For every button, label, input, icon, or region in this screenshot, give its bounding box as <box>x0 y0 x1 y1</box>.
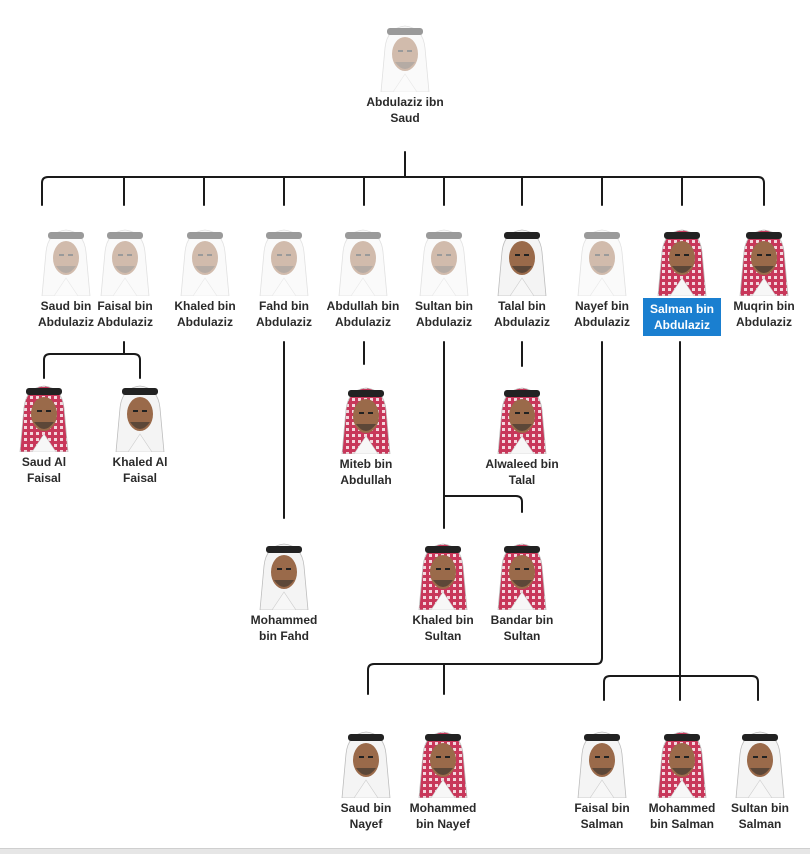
person-name: Khaled bin Sultan <box>412 613 474 643</box>
portrait-icon <box>412 222 476 297</box>
person-name: Miteb bin Abdullah <box>339 457 393 487</box>
portrait-icon <box>334 724 398 799</box>
person-alwaleed[interactable]: Alwaleed bin Talal <box>481 380 563 488</box>
portrait-icon <box>93 222 157 297</box>
portrait-icon <box>570 222 634 297</box>
connector-salman-children <box>603 341 759 701</box>
person-name: Saud bin Abdulaziz <box>38 299 94 329</box>
person-talal[interactable]: Talal bin Abdulaziz <box>481 222 563 330</box>
person-abdullah[interactable]: Abdullah bin Abdulaziz <box>322 222 404 330</box>
person-name: Fahd bin Abdulaziz <box>256 299 312 329</box>
person-name: Nayef bin Abdulaziz <box>574 299 630 329</box>
person-sultan-salman[interactable]: Sultan bin Salman <box>719 724 801 832</box>
person-saud[interactable]: Saud bin Abdulaziz <box>25 222 107 330</box>
portrait-icon <box>490 222 554 297</box>
person-khaled-al-faisal[interactable]: Khaled Al Faisal <box>99 378 181 486</box>
portrait-icon <box>373 18 437 93</box>
person-mohammed-nayef[interactable]: Mohammed bin Nayef <box>402 724 484 832</box>
person-salman[interactable]: Salman bin Abdulaziz <box>641 222 723 336</box>
connector-nayef-children <box>367 341 603 695</box>
person-name: Muqrin bin Abdulaziz <box>733 299 795 329</box>
person-name: Abdullah bin Abdulaziz <box>326 299 400 329</box>
person-name: Talal bin Abdulaziz <box>494 299 550 329</box>
person-name: Sultan bin Abdulaziz <box>415 299 473 329</box>
portrait-icon <box>252 536 316 611</box>
connector-sultan-children <box>443 341 523 529</box>
person-name: Saud Al Faisal <box>21 455 67 485</box>
portrait-icon <box>334 380 398 455</box>
page-bottom-border <box>0 848 810 854</box>
person-mohammed-fahd[interactable]: Mohammed bin Fahd <box>243 536 325 644</box>
person-mohammed-salman[interactable]: Mohammed bin Salman <box>641 724 723 832</box>
person-name: Mohammed bin Fahd <box>250 613 318 643</box>
person-name: Alwaleed bin Talal <box>485 457 559 487</box>
person-name: Sultan bin Salman <box>731 801 789 831</box>
person-faisal-salman[interactable]: Faisal bin Salman <box>561 724 643 832</box>
portrait-icon <box>411 536 475 611</box>
person-name: Bandar bin Sultan <box>490 613 554 643</box>
portrait-icon <box>728 724 792 799</box>
person-sultan[interactable]: Sultan bin Abdulaziz <box>403 222 485 330</box>
person-name: Faisal bin Salman <box>574 801 630 831</box>
portrait-icon <box>490 380 554 455</box>
connector-sons-bus <box>41 176 765 206</box>
person-saud-al-faisal[interactable]: Saud Al Faisal <box>3 378 85 486</box>
portrait-icon <box>490 536 554 611</box>
person-name: Salman bin Abdulaziz <box>643 298 721 336</box>
portrait-icon <box>108 378 172 453</box>
person-muqrin[interactable]: Muqrin bin Abdulaziz <box>723 222 805 330</box>
portrait-icon <box>173 222 237 297</box>
person-name: Mohammed bin Salman <box>648 801 716 831</box>
person-name: Faisal bin Abdulaziz <box>97 299 153 329</box>
person-miteb[interactable]: Miteb bin Abdullah <box>325 380 407 488</box>
person-name: Khaled Al Faisal <box>112 455 168 485</box>
person-name: Abdulaziz ibn Saud <box>366 95 444 125</box>
person-faisal[interactable]: Faisal bin Abdulaziz <box>84 222 166 330</box>
person-khaled[interactable]: Khaled bin Abdulaziz <box>164 222 246 330</box>
connector-faisal-children <box>43 341 141 379</box>
person-nayef[interactable]: Nayef bin Abdulaziz <box>561 222 643 330</box>
person-bandar[interactable]: Bandar bin Sultan <box>481 536 563 644</box>
portrait-icon <box>331 222 395 297</box>
portrait-icon <box>650 222 714 297</box>
person-fahd[interactable]: Fahd bin Abdulaziz <box>243 222 325 330</box>
portrait-icon <box>12 378 76 453</box>
person-name: Mohammed bin Nayef <box>409 801 477 831</box>
portrait-icon <box>650 724 714 799</box>
person-name: Khaled bin Abdulaziz <box>174 299 236 329</box>
portrait-icon <box>252 222 316 297</box>
person-khaled-sultan[interactable]: Khaled bin Sultan <box>402 536 484 644</box>
portrait-icon <box>570 724 634 799</box>
portrait-icon <box>411 724 475 799</box>
person-abdulaziz[interactable]: Abdulaziz ibn Saud <box>364 18 446 126</box>
portrait-icon <box>34 222 98 297</box>
person-saud-nayef[interactable]: Saud bin Nayef <box>325 724 407 832</box>
portrait-icon <box>732 222 796 297</box>
person-name: Saud bin Nayef <box>340 801 392 831</box>
